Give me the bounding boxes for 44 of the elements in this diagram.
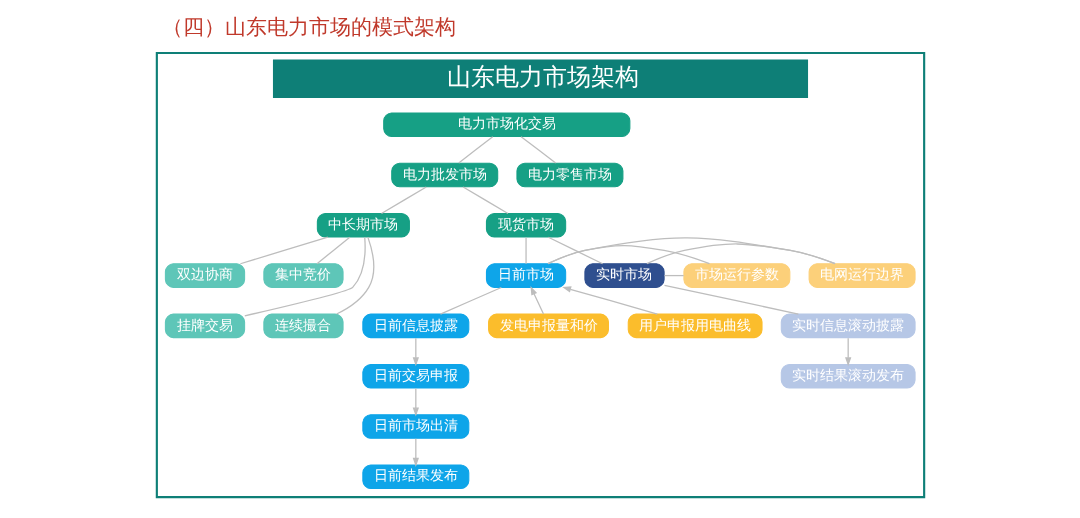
connector [457, 136, 493, 164]
node-box: 实时市场 [583, 263, 665, 288]
node-box: 双边协商 [164, 263, 245, 288]
connector [663, 284, 799, 315]
connector [547, 236, 603, 265]
node-box: 日前市场 [485, 263, 566, 288]
node-box: 中长期市场 [316, 213, 410, 238]
node-box: 实时结果滚动发布 [780, 363, 916, 389]
arrow [561, 286, 658, 315]
connector [315, 236, 350, 265]
connector [439, 286, 502, 315]
connector [462, 186, 509, 215]
node-box: 日前交易申报 [361, 363, 469, 389]
node-box: 用户申报用电曲线 [627, 313, 763, 339]
node-box: 现货市场 [485, 213, 566, 238]
arrow [412, 337, 419, 367]
node-box: 实时信息滚动披露 [780, 313, 916, 339]
arrow [412, 387, 419, 417]
connector [663, 274, 684, 277]
connector [335, 236, 374, 315]
arrow [844, 337, 851, 367]
node-box: 电网运行边界 [808, 263, 916, 288]
connector [243, 236, 366, 317]
node-box: 连续撮合 [262, 313, 344, 339]
node-box: 发电申报量和价 [487, 313, 609, 339]
node-box: 电力批发市场 [390, 162, 498, 188]
node-box: 电力零售市场 [515, 162, 623, 188]
diagram-title: （四）山东电力市场的模式架构 [161, 13, 456, 39]
connector [645, 243, 836, 265]
connector [546, 237, 836, 265]
connector [380, 186, 427, 215]
node-box: 日前信息披露 [361, 313, 469, 339]
node-box: 市场运行参数 [682, 263, 790, 288]
connector [524, 236, 527, 265]
node-box: 日前市场出清 [361, 414, 469, 439]
node-box: 挂牌交易 [164, 313, 245, 339]
arrow [412, 438, 419, 467]
connector [239, 236, 328, 265]
node-box: 日前结果发布 [361, 464, 469, 490]
arrow [529, 286, 544, 315]
node-box: 集中竞价 [262, 263, 344, 288]
node-box: 电力市场化交易 [382, 112, 630, 137]
connector [546, 244, 710, 265]
connector [520, 136, 556, 164]
